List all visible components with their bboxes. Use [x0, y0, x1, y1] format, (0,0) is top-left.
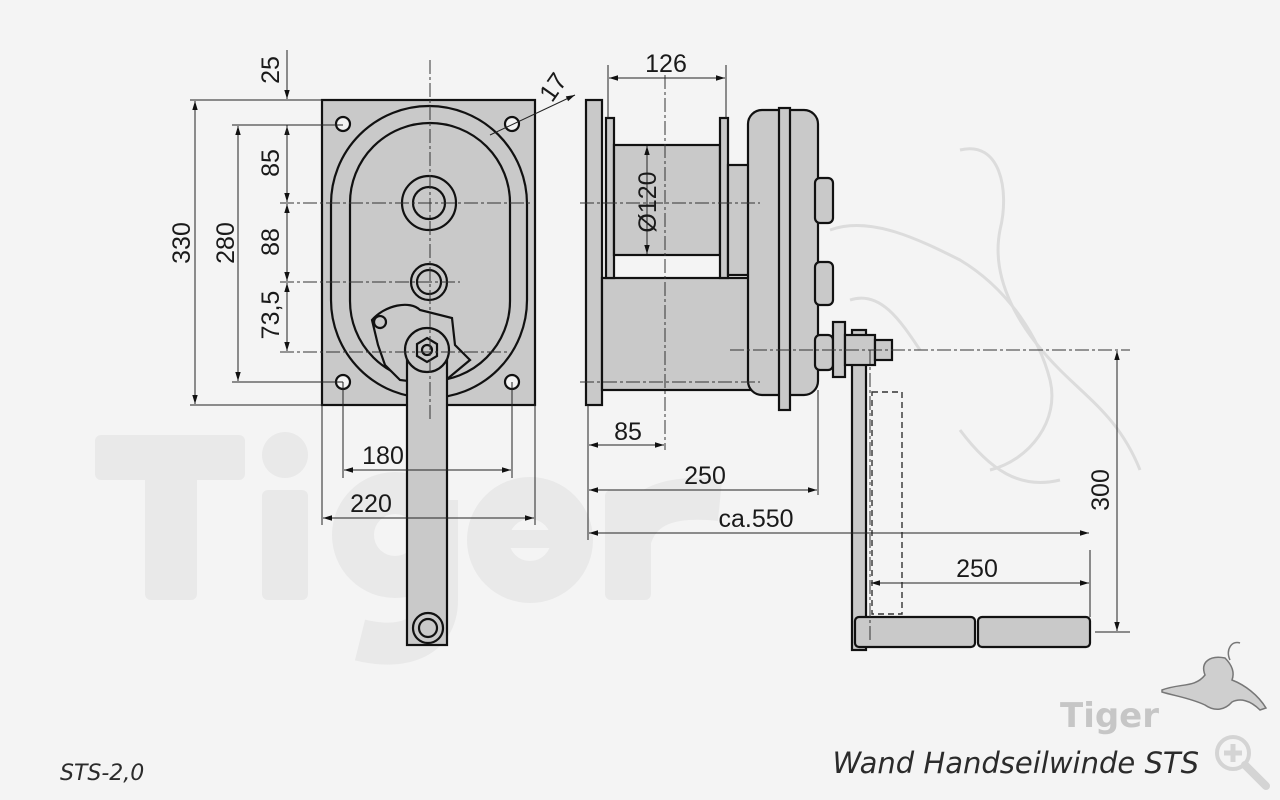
dim-85: 85	[257, 149, 285, 177]
dim-180: 180	[362, 442, 404, 470]
magnifier-plus-icon[interactable]	[1215, 735, 1270, 790]
dim-250-crank: 250	[956, 555, 998, 583]
dim-73-5: 73,5	[257, 291, 285, 340]
side-view: 126 Ø120 85 250 ca.550 250 300	[580, 50, 1130, 652]
dim-220: 220	[350, 490, 392, 518]
dim-25: 25	[257, 56, 285, 84]
dim-330: 330	[168, 222, 196, 264]
dim-126: 126	[645, 50, 687, 78]
tiger-logo-icon	[1161, 641, 1268, 711]
dim-17: 17	[534, 68, 573, 107]
dim-diameter-120: Ø120	[634, 171, 662, 232]
dim-ca-550: ca.550	[718, 505, 793, 533]
front-view: 330 280 25 85 88 73,5 17 180 220	[168, 50, 576, 647]
drawing-title: Wand Handseilwinde STS	[833, 746, 1199, 780]
dim-250-depth: 250	[684, 462, 726, 490]
tiger-logo: Tiger	[1060, 641, 1268, 736]
logo-text: Tiger	[1060, 696, 1159, 736]
model-label: STS-2,0	[60, 761, 144, 786]
dim-300: 300	[1087, 469, 1115, 511]
dim-280: 280	[212, 222, 240, 264]
dim-88: 88	[257, 228, 285, 256]
tiger-watermark-icon	[829, 147, 1142, 485]
dim-85-side: 85	[614, 418, 642, 446]
